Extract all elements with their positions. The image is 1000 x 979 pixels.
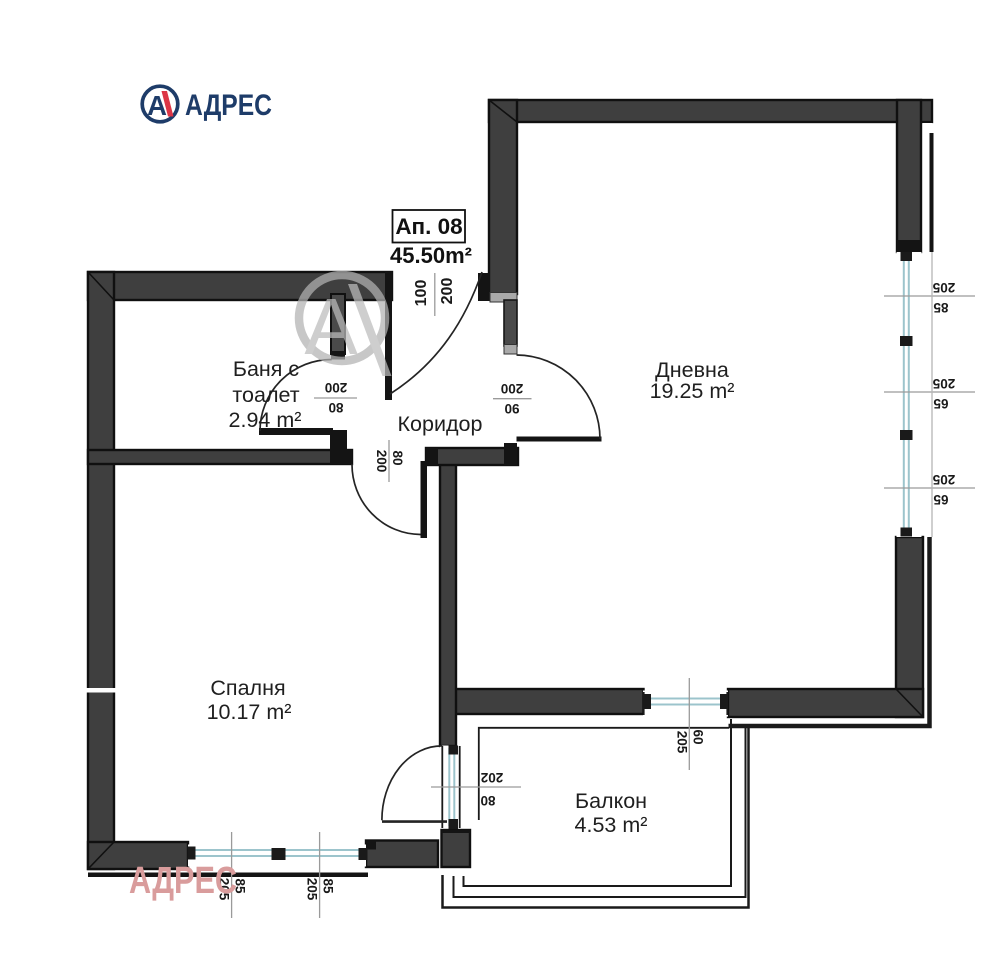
svg-text:Спалня: Спалня (210, 676, 285, 700)
svg-text:100: 100 (413, 280, 430, 307)
svg-text:200: 200 (501, 381, 524, 396)
svg-text:80: 80 (328, 400, 343, 415)
svg-text:Баня с: Баня с (233, 357, 300, 381)
svg-text:Дневна: Дневна (655, 358, 729, 382)
svg-text:65: 65 (933, 396, 949, 411)
svg-text:60: 60 (690, 729, 705, 744)
svg-text:Коридор: Коридор (398, 412, 483, 436)
svg-text:85: 85 (933, 300, 949, 315)
svg-text:тоалет: тоалет (232, 383, 299, 407)
svg-text:10.17 m²: 10.17 m² (207, 700, 292, 724)
svg-text:4.53 m²: 4.53 m² (575, 813, 648, 837)
svg-text:85: 85 (233, 878, 248, 894)
svg-text:205: 205 (932, 376, 955, 391)
svg-text:АДРЕС: АДРЕС (129, 860, 237, 902)
svg-text:205: 205 (674, 731, 689, 754)
svg-text:АДРЕС: АДРЕС (185, 89, 272, 122)
svg-text:205: 205 (932, 472, 955, 487)
svg-text:65: 65 (933, 492, 949, 507)
svg-text:202: 202 (481, 770, 504, 785)
svg-text:80: 80 (480, 793, 495, 808)
svg-text:205: 205 (932, 280, 955, 295)
svg-text:80: 80 (390, 450, 405, 465)
svg-text:А: А (147, 90, 167, 121)
svg-text:Балкон: Балкон (575, 789, 647, 813)
svg-text:205: 205 (305, 878, 320, 901)
svg-text:85: 85 (321, 878, 336, 894)
svg-text:Ап. 08: Ап. 08 (395, 214, 462, 239)
svg-text:45.50m²: 45.50m² (390, 243, 472, 268)
svg-text:205: 205 (217, 878, 232, 901)
svg-text:90: 90 (504, 401, 519, 416)
svg-text:19.25 m²: 19.25 m² (650, 379, 735, 403)
svg-text:А: А (304, 282, 358, 371)
svg-text:200: 200 (439, 278, 456, 305)
svg-text:2.94 m²: 2.94 m² (229, 408, 302, 432)
svg-text:200: 200 (325, 380, 348, 395)
svg-text:200: 200 (374, 450, 389, 473)
